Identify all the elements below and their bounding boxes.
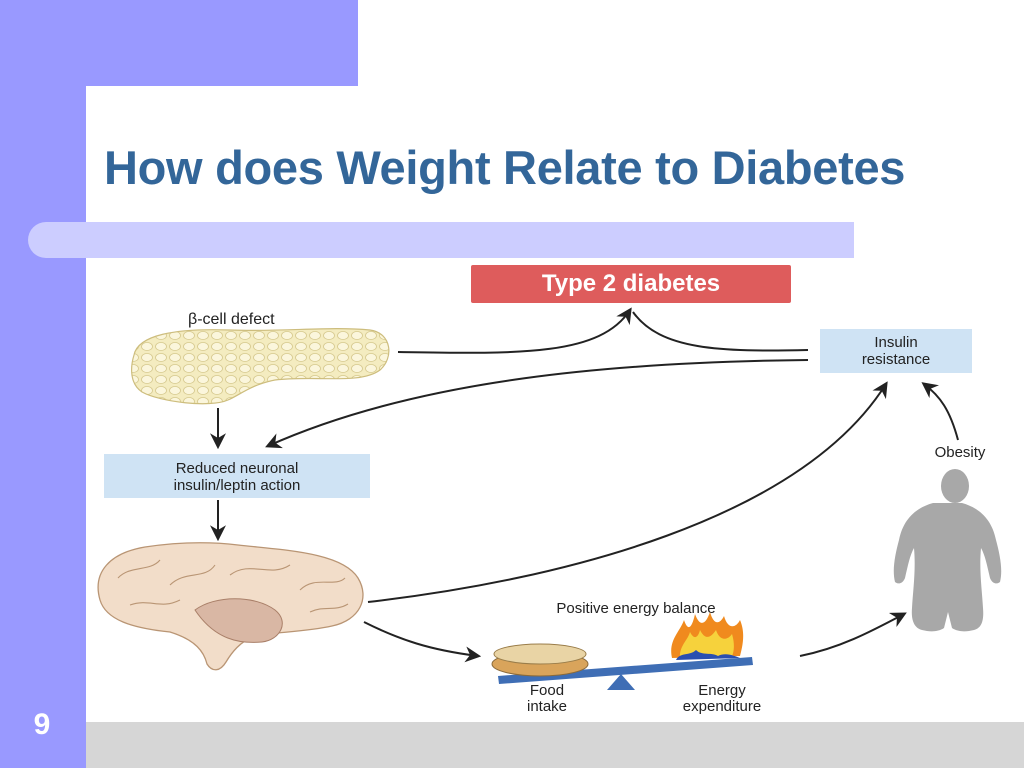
- beta-cell-defect-label: β-cell defect: [188, 311, 275, 328]
- title-underline-bar: [28, 222, 854, 258]
- pancreas-illustration: [131, 327, 390, 405]
- positive-energy-balance-label: Positive energy balance: [556, 600, 715, 617]
- arrow-brain-to-insulin: [367, 381, 888, 603]
- reduced-neuronal-line2: insulin/leptin action: [174, 477, 301, 494]
- insulin-resistance-line2: resistance: [862, 351, 930, 368]
- food-burger-illustration: [491, 643, 589, 677]
- diabetes-cycle-diagram: Type 2 diabetes β-cell defect Insulin re…: [97, 265, 1002, 715]
- arrow-insulin-to-neuronal: [265, 359, 809, 449]
- fire-illustration: [671, 612, 744, 660]
- food-intake-line1: Food: [530, 682, 564, 699]
- type2-diabetes-box: Type 2 diabetes: [471, 265, 791, 303]
- arrow-brain-to-balance: [363, 621, 482, 663]
- energy-expenditure-line2: expenditure: [683, 698, 761, 715]
- left-frame-band: [0, 0, 86, 768]
- arrow-balance-to-obesity: [799, 612, 907, 657]
- energy-expenditure-line1: Energy: [698, 682, 746, 699]
- arrow-insulin-to-diabetes: [632, 311, 809, 352]
- reduced-neuronal-box: Reduced neuronal insulin/leptin action: [104, 454, 370, 498]
- brain-illustration: [97, 542, 364, 671]
- arrow-obesity-to-insulin: [921, 382, 959, 441]
- insulin-resistance-box: Insulin resistance: [820, 329, 972, 373]
- slide-title: How does Weight Relate to Diabetes: [104, 141, 906, 194]
- energy-balance-seesaw: [498, 657, 753, 690]
- footer-bar: [86, 722, 1024, 768]
- obesity-label: Obesity: [935, 444, 986, 461]
- top-frame-block: [0, 0, 358, 86]
- reduced-neuronal-line1: Reduced neuronal: [176, 460, 299, 477]
- obese-person-silhouette: [893, 469, 1002, 632]
- type2-diabetes-label: Type 2 diabetes: [542, 270, 720, 297]
- arrow-beta-to-diabetes: [397, 307, 632, 354]
- food-intake-line2: intake: [527, 698, 567, 715]
- insulin-resistance-line1: Insulin: [874, 334, 917, 351]
- slide-number: 9: [33, 708, 51, 741]
